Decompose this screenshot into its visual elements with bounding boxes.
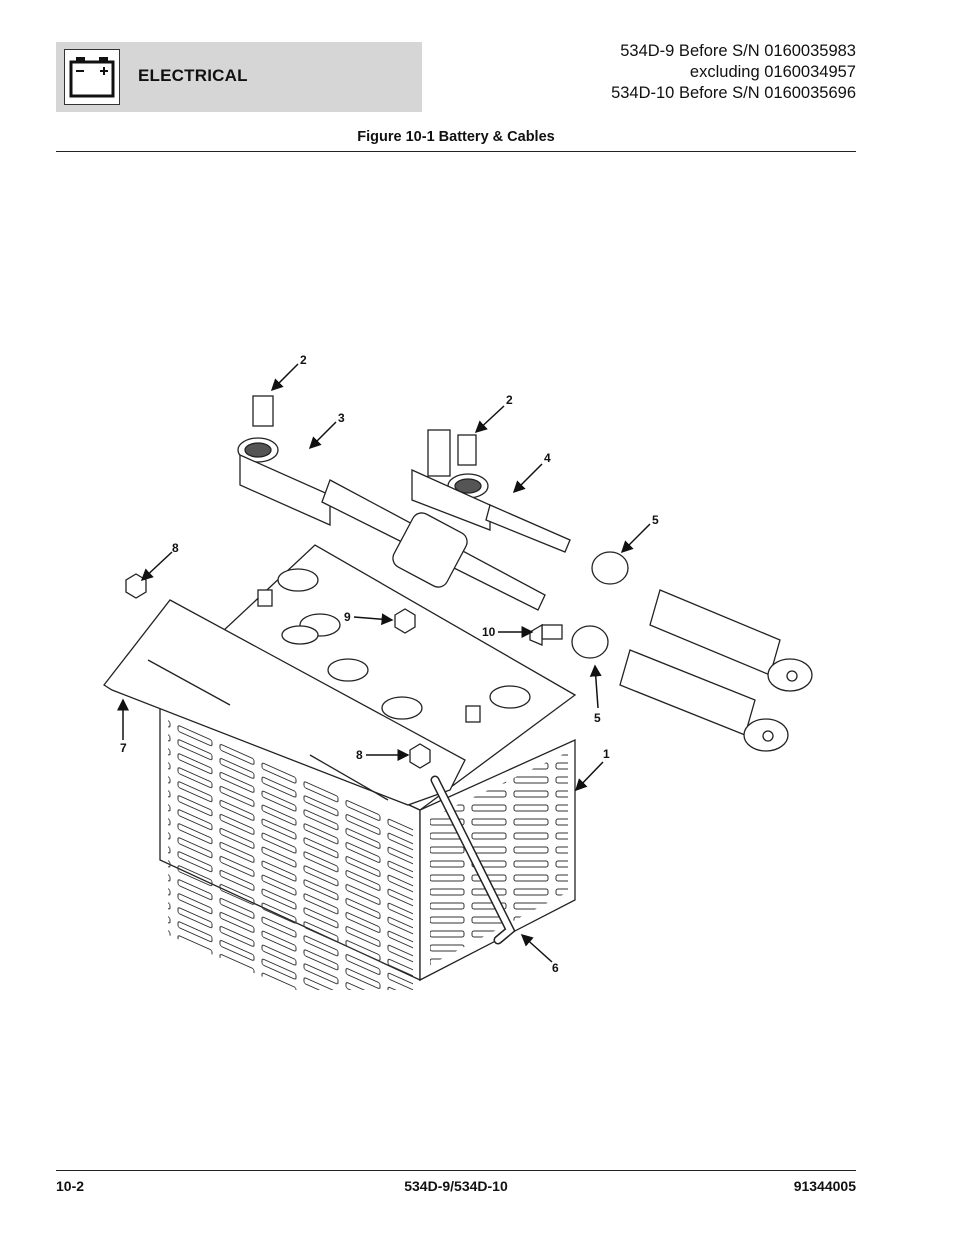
callout-label: 6 [552, 961, 559, 975]
cable-clips [571, 551, 629, 659]
callout-label: 8 [172, 541, 179, 555]
figure-title: Figure 10-1 Battery & Cables [357, 129, 555, 145]
callouts [117, 363, 651, 963]
hold-down-bracket [103, 599, 466, 806]
section-header: ELECTRICAL [56, 42, 422, 112]
callout-label: 1 [603, 747, 610, 761]
model-label: 534D-9/534D-10 [404, 1178, 508, 1194]
document-number: 91344005 [793, 1178, 856, 1194]
hardware [125, 573, 563, 769]
battery-exploded-view: 2 3 2 4 5 8 9 10 5 7 8 1 6 [90, 340, 820, 1044]
callout-label: 5 [652, 513, 659, 527]
callout-label: 10 [482, 625, 496, 639]
callout-label: 8 [356, 748, 363, 762]
section-title: ELECTRICAL [138, 66, 248, 85]
callout-label: 7 [120, 741, 127, 755]
callout-label: 5 [594, 711, 601, 725]
page-number: 10-2 [56, 1178, 85, 1194]
serial-line: 534D-9 Before S/N 0160035983 [620, 42, 856, 60]
battery-diagram: 2 3 2 4 5 8 9 10 5 7 8 1 6 [103, 353, 813, 1044]
callout-label: 4 [544, 451, 551, 465]
terminal-clamps [237, 395, 491, 531]
footer-rule [56, 1170, 856, 1171]
battery-cables [321, 479, 813, 752]
battery-icon [64, 49, 120, 105]
callout-label: 9 [344, 610, 351, 624]
callout-label: 2 [506, 393, 513, 407]
battery [158, 544, 577, 1044]
serial-line: excluding 0160034957 [689, 63, 856, 81]
serial-line: 534D-10 Before S/N 0160035696 [611, 84, 856, 102]
serial-applicability: 534D-9 Before S/N 0160035983 excluding 0… [611, 41, 856, 104]
callout-label: 2 [300, 353, 307, 367]
header-rule [56, 151, 856, 152]
callout-label: 3 [338, 411, 345, 425]
